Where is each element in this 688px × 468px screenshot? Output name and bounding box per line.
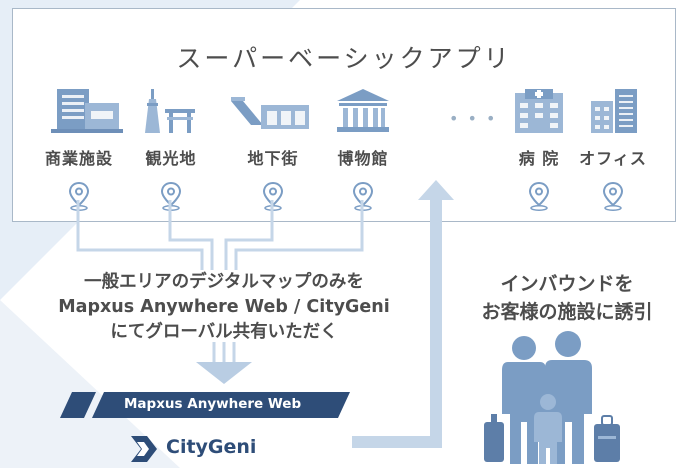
- super-app-title: スーパーベーシックアプリ: [176, 44, 512, 73]
- tourist-spot-icon: [145, 89, 195, 133]
- facility-label: 観光地: [145, 149, 197, 168]
- hospital-icon: [515, 89, 563, 133]
- underground-mall-icon: [231, 97, 309, 129]
- facility-label: 病 院: [518, 149, 560, 168]
- location-pin-icon: [528, 181, 550, 211]
- mapxus-banner-label: Mapxus Anywhere Web: [124, 396, 302, 412]
- facility-label: オフィス: [579, 149, 647, 168]
- inbound-message-line1: インバウンドを: [500, 273, 634, 295]
- museum-icon: [337, 89, 389, 132]
- location-pin-icon: [68, 181, 90, 211]
- citygeni-logo-text: CityGeni: [166, 436, 257, 458]
- location-pin-icon: [160, 181, 182, 211]
- facility-label: 博物館: [337, 149, 389, 168]
- traveler-family-icon: [484, 331, 620, 464]
- facility-label: 地下街: [247, 149, 299, 168]
- location-pin-icon: [262, 181, 284, 211]
- main-message-line2: Mapxus Anywhere Web / CityGeni: [58, 297, 390, 317]
- main-message-line3: にてグローバル共有いただく: [110, 322, 338, 342]
- citygeni-logo-icon: [131, 436, 157, 462]
- main-message: 一般エリアのデジタルマップのみを Mapxus Anywhere Web / C…: [0, 270, 448, 345]
- super-basic-app-box: スーパーベーシックアプリ 商業施設: [12, 8, 676, 222]
- office-building-icon: [591, 89, 637, 133]
- main-message-line1: 一般エリアのデジタルマップのみを: [84, 272, 364, 292]
- mapxus-banner: [60, 392, 350, 418]
- inbound-message: インバウンドを お客様の施設に誘引: [446, 270, 688, 326]
- commercial-building-icon: [51, 89, 123, 133]
- facility-label: 商業施設: [44, 149, 113, 168]
- ellipsis-indicator: • • •: [449, 109, 498, 128]
- location-pin-icon: [602, 181, 624, 211]
- inbound-message-line2: お客様の施設に誘引: [481, 301, 653, 323]
- location-pin-icon: [352, 181, 374, 211]
